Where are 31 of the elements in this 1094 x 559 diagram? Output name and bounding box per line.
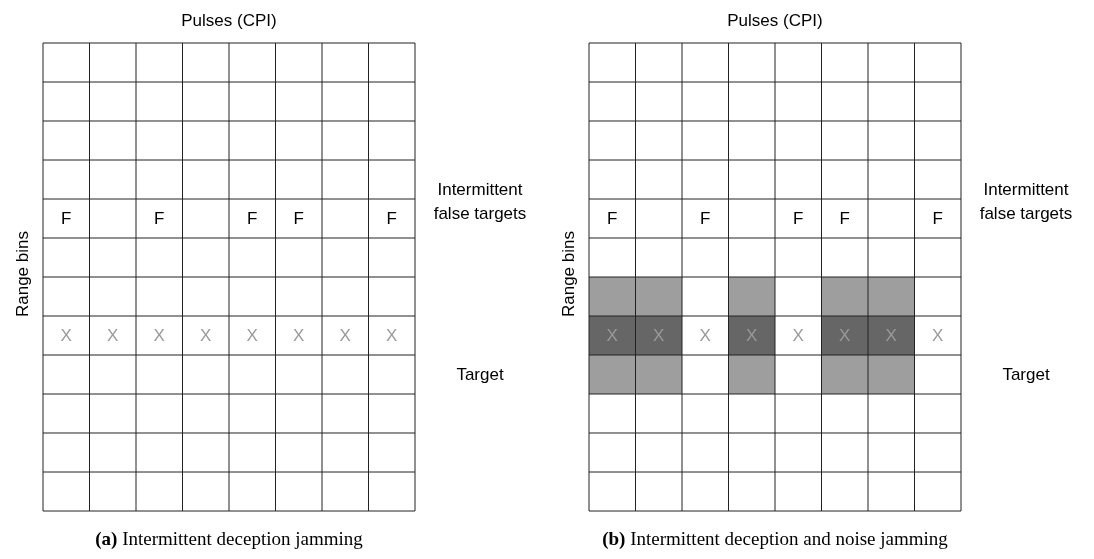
target-mark: X: [106, 324, 120, 347]
axis-title: Pulses (CPI): [726, 11, 824, 31]
target-mark: X: [152, 324, 166, 347]
false-target-mark: F: [153, 207, 166, 230]
false-target-mark: F: [292, 207, 305, 230]
axis-title: Range bins: [13, 230, 33, 319]
axis-title: Range bins: [559, 230, 579, 319]
false-targets-label: Intermittent false targets: [432, 179, 528, 225]
target-mark: X: [791, 324, 805, 347]
false-target-mark: F: [385, 207, 398, 230]
false-target-mark: F: [246, 207, 259, 230]
axis-title: Pulses (CPI): [180, 11, 278, 31]
false-target-mark: F: [838, 207, 851, 230]
false-targets-label: Intermittent false targets: [978, 179, 1074, 225]
target-mark: X: [931, 324, 945, 347]
target-mark: X: [292, 324, 306, 347]
target-mark: X: [385, 324, 399, 347]
false-target-mark: F: [931, 207, 944, 230]
target-mark: X: [59, 324, 73, 347]
false-target-mark: F: [792, 207, 805, 230]
false-target-mark: F: [60, 207, 73, 230]
false-target-mark: F: [699, 207, 712, 230]
target-mark: X: [698, 324, 712, 347]
caption: (b) Intermittent deception and noise jamming: [601, 528, 949, 550]
caption: (a) Intermittent deception jamming: [94, 528, 364, 550]
target-label: Target: [1001, 364, 1051, 386]
target-mark: X: [245, 324, 259, 347]
target-label: Target: [455, 364, 505, 386]
target-mark: X: [338, 324, 352, 347]
false-target-mark: F: [606, 207, 619, 230]
target-mark: X: [199, 324, 213, 347]
